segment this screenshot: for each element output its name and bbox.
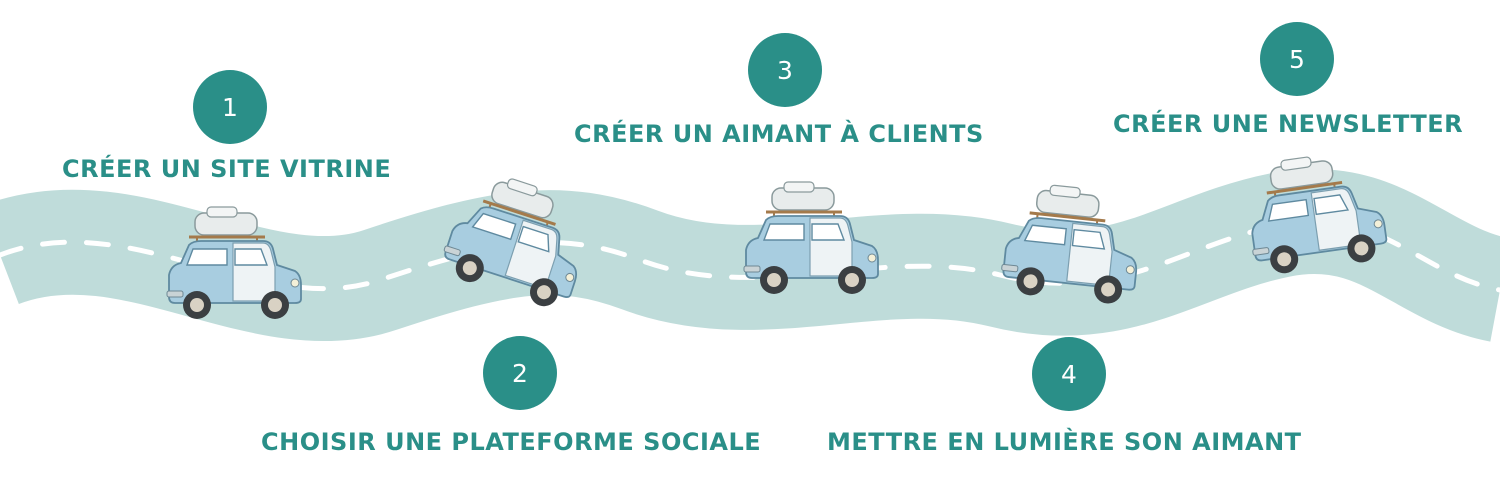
vintage-car-icon — [165, 205, 303, 321]
step-5-number: 5 — [1289, 44, 1305, 74]
step-4-number-badge: 4 — [1032, 337, 1106, 411]
step-4-label: METTRE EN LUMIÈRE SON AIMANT — [827, 428, 1302, 456]
step-4-number: 4 — [1061, 359, 1077, 389]
step-5-number-badge: 5 — [1260, 22, 1334, 96]
step-1-number-badge: 1 — [193, 70, 267, 144]
step-1-number: 1 — [222, 92, 238, 122]
step-1-label: CRÉER UN SITE VITRINE — [62, 155, 392, 183]
step-3-number-badge: 3 — [748, 33, 822, 107]
step-2-label: CHOISIR UNE PLATEFORME SOCIALE — [261, 428, 762, 456]
step-3-label: CRÉER UN AIMANT À CLIENTS — [574, 120, 984, 148]
vintage-car-icon — [742, 180, 880, 296]
vintage-car-icon — [997, 179, 1146, 308]
step-2-number-badge: 2 — [483, 336, 557, 410]
step-5-label: CRÉER UNE NEWSLETTER — [1113, 110, 1464, 138]
vintage-car-icon — [1239, 146, 1391, 279]
step-2-number: 2 — [512, 358, 528, 388]
step-3-number: 3 — [777, 55, 793, 85]
